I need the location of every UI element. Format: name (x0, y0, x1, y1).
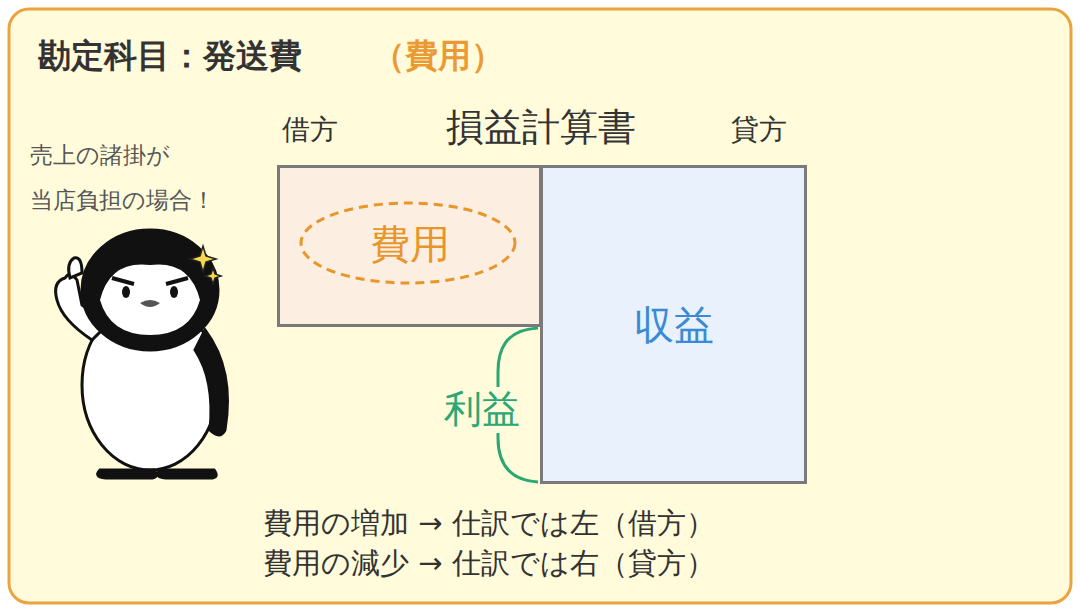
expense-box: 費用 (277, 165, 542, 327)
title-text: 勘定科目：発送費 (38, 36, 302, 76)
credit-heading: 貸方 (731, 113, 787, 147)
node-label: 費用 (370, 220, 450, 268)
node-label: 収益 (634, 301, 714, 349)
debit-heading: 借方 (282, 113, 338, 147)
profit-label: 利益 (444, 387, 520, 433)
penguin-illustration (56, 230, 228, 478)
speech-note: 売上の諸掛が 当店負担の場合！ (30, 133, 230, 223)
rule-note: 費用の増加 → 仕訳では左（借方） (263, 506, 715, 541)
dashed-ellipse-outline (301, 203, 515, 283)
rule-note: 費用の減少 → 仕訳では右（貸方） (263, 546, 715, 581)
sparkle-symbol (190, 246, 221, 284)
revenue-box: 収益 (540, 165, 807, 484)
statement-heading: 損益計算書 (446, 105, 636, 151)
title-category: （費用） (372, 36, 504, 76)
frame-panel (9, 9, 1071, 603)
